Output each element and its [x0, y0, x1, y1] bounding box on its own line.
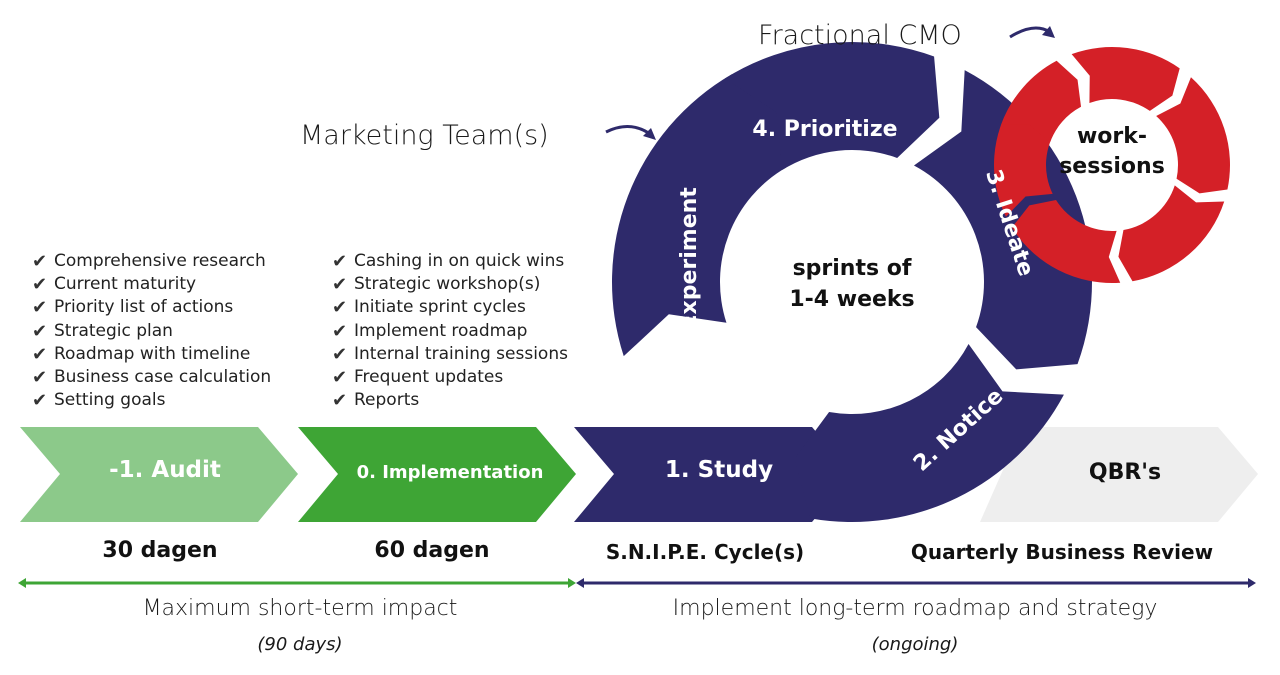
audit-checklist-item: ✔ Priority list of actions	[32, 296, 271, 319]
audit-checklist-item-label: Current maturity	[54, 274, 197, 295]
long-term-right-arrowhead-icon	[1248, 578, 1256, 588]
worksessions-cycle-segment	[1001, 60, 1082, 143]
phase-chevron-implementation	[298, 427, 576, 522]
phase-chevron-study	[574, 427, 852, 522]
long-term-note: (ongoing)	[871, 634, 959, 655]
marketing-team-arrow-icon	[605, 125, 651, 136]
worksessions-center-label: work- sessions	[1050, 122, 1174, 182]
phase-label-audit: -1. Audit	[109, 457, 221, 483]
short-term-note: (90 days)	[257, 634, 343, 655]
checkmark-icon: ✔	[332, 274, 348, 296]
audit-checklist-item: ✔ Roadmap with timeline	[32, 343, 271, 366]
short-term-right-arrowhead-icon	[568, 578, 576, 588]
checkmark-icon: ✔	[332, 320, 348, 342]
phase-duration-implementation: 60 dagen	[374, 538, 490, 563]
audit-checklist-item-label: Strategic plan	[54, 320, 173, 341]
snipe-cycle-segment	[794, 343, 1064, 523]
checkmark-icon: ✔	[332, 251, 348, 272]
audit-checklist-item: ✔ Current maturity	[32, 273, 271, 296]
snipe-cycle-segment	[612, 74, 786, 357]
checkmark-icon: ✔	[32, 390, 48, 412]
implementation-checklist: ✔ Cashing in on quick wins ✔ Strategic work…	[332, 250, 568, 412]
implementation-checklist-item: ✔ Cashing in on quick wins	[332, 250, 568, 273]
long-term-label: Implement long-term roadmap and strategy	[672, 596, 1158, 621]
audit-checklist-item-label: Priority list of actions	[54, 297, 234, 318]
implementation-checklist-item-label: Initiate sprint cycles	[354, 297, 526, 318]
worksessions-cycle-segment	[1011, 199, 1121, 283]
phase-label-qbr: QBR's	[1088, 460, 1162, 485]
short-term-label: Maximum short-term impact	[142, 596, 458, 621]
checkmark-icon: ✔	[332, 390, 348, 412]
marketing-team-arrowhead-icon	[643, 128, 656, 140]
worksessions-line-2: sessions	[1059, 154, 1165, 179]
worksessions-cycle-segment	[1156, 77, 1230, 194]
implementation-checklist-item: ✔ Reports	[332, 389, 568, 412]
checkmark-icon: ✔	[32, 297, 48, 319]
implementation-checklist-item-label: Frequent updates	[354, 367, 504, 388]
audit-checklist-item-label: Comprehensive research	[54, 251, 266, 271]
phase-label-study: 1. Study	[664, 457, 774, 483]
checkmark-icon: ✔	[332, 343, 348, 365]
phase-label-implementation: 0. Implementation	[356, 462, 544, 483]
fractional-cmo-arrow-icon	[1009, 26, 1051, 39]
cycle-center-line-1: sprints of	[792, 256, 912, 281]
implementation-checklist-item-label: Internal training sessions	[354, 343, 568, 364]
marketing-team-label: Marketing Team(s)	[300, 120, 549, 151]
worksessions-cycle-segment	[1071, 47, 1180, 111]
phase-duration-study: S.N.I.P.E. Cycle(s)	[605, 540, 805, 564]
worksessions-line-1: work-	[1076, 124, 1148, 149]
phase-chevron-qbr	[980, 427, 1258, 522]
audit-checklist-item-label: Business case calculation	[54, 367, 272, 388]
worksessions-cycle-segment	[1118, 185, 1225, 282]
phase-duration-audit: 30 dagen	[102, 538, 218, 563]
implementation-checklist-item: ✔ Strategic workshop(s)	[332, 273, 568, 296]
checkmark-icon: ✔	[32, 343, 48, 365]
implementation-checklist-item-label: Reports	[354, 390, 420, 411]
worksessions-cycle	[994, 47, 1230, 283]
snipe-cycle	[612, 42, 1092, 523]
checkmark-icon: ✔	[32, 320, 48, 342]
long-term-left-arrowhead-icon	[576, 578, 584, 588]
implementation-checklist-item-label: Cashing in on quick wins	[354, 251, 565, 271]
audit-checklist-item: ✔ Setting goals	[32, 389, 271, 412]
cycle-step-prioritize: 4. Prioritize	[752, 117, 897, 142]
implementation-checklist-item-label: Strategic workshop(s)	[354, 274, 541, 295]
checkmark-icon: ✔	[32, 251, 48, 272]
implementation-checklist-item: ✔ Initiate sprint cycles	[332, 296, 568, 319]
audit-checklist: ✔ Comprehensive research ✔ Current maturity…	[32, 250, 271, 412]
implementation-checklist-item-label: Implement roadmap	[354, 320, 528, 341]
implementation-checklist-item: ✔ Internal training sessions	[332, 343, 568, 366]
fractional-cmo-label: Fractional CMO	[758, 20, 962, 51]
checkmark-icon: ✔	[332, 367, 348, 389]
snipe-cycle-segment	[724, 42, 940, 171]
cycle-center-label: sprints of 1-4 weeks	[772, 253, 932, 315]
cycle-center-line-2: 1-4 weeks	[789, 287, 915, 312]
implementation-checklist-item: ✔ Frequent updates	[332, 366, 568, 389]
short-term-left-arrowhead-icon	[18, 578, 26, 588]
checkmark-icon: ✔	[32, 367, 48, 389]
fractional-cmo-arrowhead-icon	[1042, 26, 1055, 38]
implementation-checklist-item: ✔ Implement roadmap	[332, 320, 568, 343]
audit-checklist-item-label: Setting goals	[54, 390, 166, 411]
phase-chevron-audit	[20, 427, 298, 522]
audit-checklist-item-label: Roadmap with timeline	[54, 343, 251, 364]
audit-checklist-item: ✔ Strategic plan	[32, 320, 271, 343]
phase-duration-qbr: Quarterly Business Review	[910, 540, 1214, 564]
cycle-step-experiment: 5. Experiment	[677, 187, 702, 361]
checkmark-icon: ✔	[32, 274, 48, 296]
audit-checklist-item: ✔ Business case calculation	[32, 366, 271, 389]
checkmark-icon: ✔	[332, 297, 348, 319]
audit-checklist-item: ✔ Comprehensive research	[32, 250, 271, 273]
